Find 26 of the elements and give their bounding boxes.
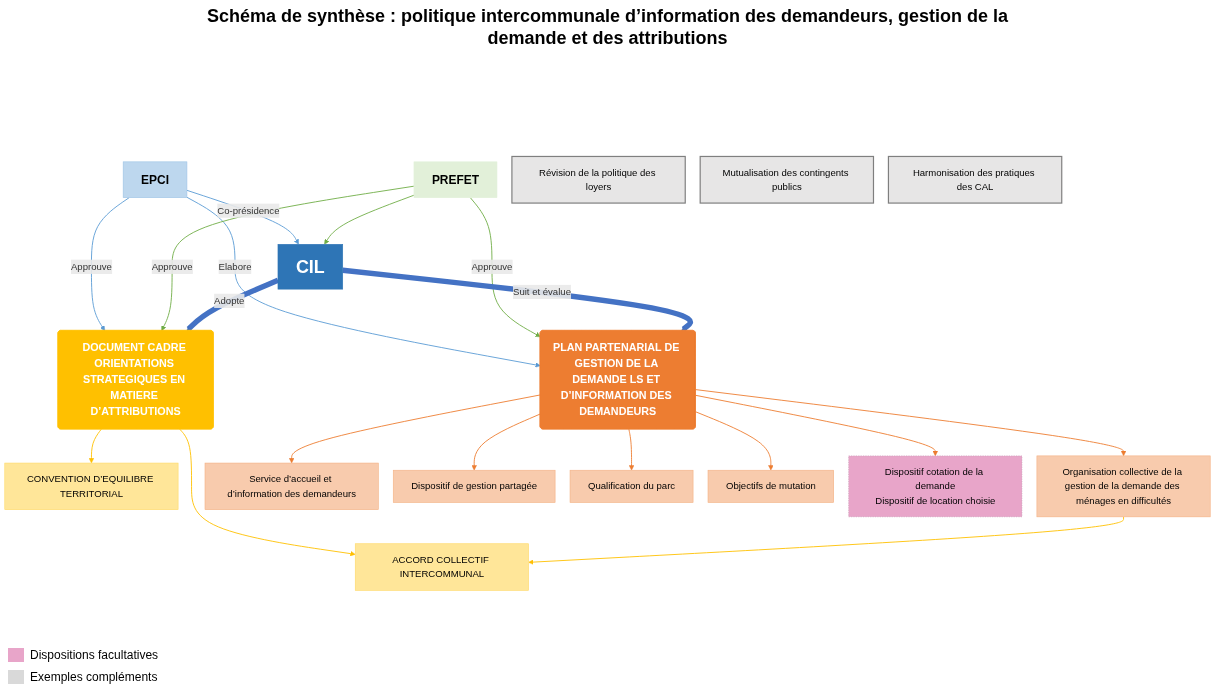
node-box: Organisation collective de la gestion de la demande des ménages en difficultés [1036,455,1211,518]
arrow [186,278,279,332]
node-box: Qualification du parc [569,470,694,503]
edge-label: Approuve [70,261,112,272]
arrow [342,267,693,332]
edge-label: Approuve [151,261,193,272]
node-box: Dispositif de gestion partagée [392,470,556,503]
edge-label: Approuve [471,261,513,272]
legend-label: Exemples compléments [30,670,158,684]
legend-label: Dispositions facultatives [30,648,159,662]
diagram-title: Schéma de synthèse : politique intercommunale d’information des demandeurs, gestion de la demande et des attributions [205,5,1010,50]
edge-label: Co-présidence [217,205,280,216]
node-box: Dispositif cotation de la demande Dispositif de location choisie [848,455,1023,518]
node-box: Mutualisation des contingents publics [699,156,875,204]
node-box: ACCORD COLLECTIF INTERCOMMUNAL [354,543,529,591]
node-box: EPCI [122,161,188,199]
node-box: CONVENTION D’EQUILIBRE TERRITORIAL [4,462,179,511]
edge-label: Suit et évalue [513,286,571,297]
edge-label: Elabore [218,261,252,272]
node-box: Révision de la politique des loyers [511,156,686,204]
node-box: Harmonisation des pratiques des CAL [887,156,1063,204]
node-box: PREFET [413,161,498,199]
node-box: Objectifs de mutation [707,470,834,503]
edge-label: Adopte [214,295,245,306]
node-box: Service d’accueil et d’information des demandeurs [204,462,379,511]
node-box: CIL [277,244,343,290]
